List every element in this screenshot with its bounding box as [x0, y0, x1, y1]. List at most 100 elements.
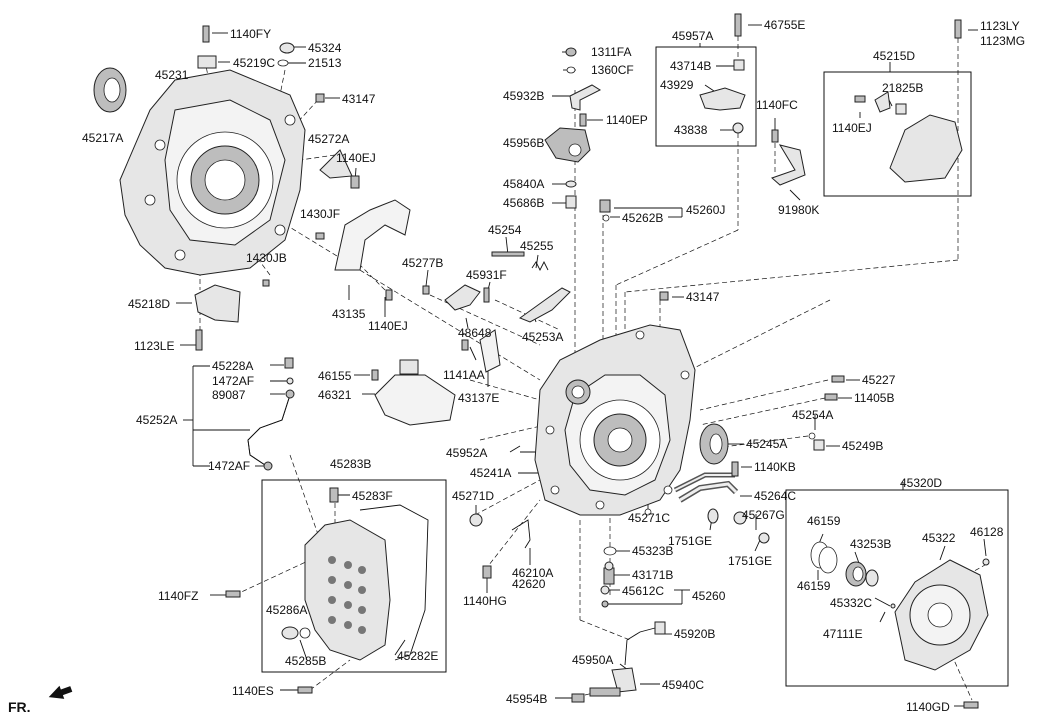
label: 11405B — [854, 391, 894, 405]
part-1751ge-b — [758, 532, 770, 544]
part-43135-cover — [334, 199, 411, 271]
part-45332c — [865, 569, 879, 587]
box-45215d — [823, 71, 972, 197]
part-46210a — [511, 519, 531, 549]
label: 45260J — [686, 203, 725, 217]
label: 45267G — [742, 508, 785, 522]
label: 1140EJ — [832, 121, 872, 135]
label: 1140FZ — [158, 589, 198, 603]
label: 48648 — [458, 326, 492, 340]
front-arrow-icon — [48, 685, 73, 699]
label: 1472AF — [212, 374, 254, 388]
part-91980k — [771, 144, 806, 186]
part-45612c — [600, 585, 610, 595]
label: 45254 — [488, 223, 522, 237]
ring-1360cf — [566, 66, 576, 74]
label: 1123LE — [134, 339, 174, 353]
part-45686b — [565, 195, 577, 209]
label: 45277B — [402, 256, 443, 270]
label: 1472AF — [208, 459, 250, 473]
label: 1140KB — [754, 460, 796, 474]
bolt-1140kb — [731, 461, 739, 477]
label: 45931F — [466, 268, 507, 282]
label: 45950A — [572, 653, 613, 667]
part-45932b — [569, 84, 602, 111]
label: 45686B — [503, 196, 544, 210]
bolt-1140fy — [202, 25, 210, 43]
part-43137e — [479, 329, 501, 373]
label: 45228A — [212, 359, 253, 373]
label: 45253A — [522, 330, 563, 344]
part-45252a-pipe — [247, 357, 295, 471]
label: 45940C — [662, 678, 704, 692]
label: 1751GE — [668, 534, 712, 548]
bolt-1140fc — [771, 129, 779, 143]
label: 1140EJ — [368, 319, 408, 333]
label: 45954B — [506, 692, 547, 706]
label: 45956B — [503, 136, 544, 150]
label: 45286A — [266, 603, 307, 617]
label: 1140GD — [906, 700, 950, 714]
pin-45254 — [491, 251, 525, 257]
bolt-43147-right — [659, 291, 669, 301]
label: 45272A — [308, 132, 349, 146]
part-45218d-bracket — [194, 284, 241, 323]
part-43253b — [845, 561, 867, 587]
part-45283b-oil-pan — [225, 487, 429, 694]
label: 1751GE — [728, 554, 772, 568]
label: 45262B — [622, 211, 663, 225]
label: 1140ES — [232, 684, 274, 698]
part-46128 — [982, 558, 990, 566]
label: 1123MG — [980, 34, 1025, 48]
label: 43137E — [458, 391, 499, 405]
part-43838 — [732, 122, 744, 134]
part-45249b — [813, 439, 825, 451]
part-46321-strainer — [371, 359, 456, 426]
bolt-45219c — [197, 55, 217, 69]
label: 45957A — [672, 29, 713, 43]
part-45920b-sensor — [571, 621, 666, 703]
label: 43171B — [632, 568, 673, 582]
label: 1360CF — [591, 63, 634, 77]
label: 45283F — [352, 489, 393, 503]
bolt-1140ej-box — [854, 95, 866, 103]
label: 47111E — [823, 627, 863, 641]
box-45283b — [261, 479, 447, 673]
pin-1430jf — [315, 232, 325, 240]
box-45320d — [785, 489, 1009, 687]
label: 45285B — [285, 654, 326, 668]
label: 1140EJ — [336, 151, 376, 165]
label: 45271C — [628, 511, 670, 525]
label: 46159 — [807, 514, 841, 528]
label: 43838 — [674, 123, 708, 137]
label: 45252A — [136, 413, 177, 427]
label: 45283B — [330, 457, 371, 471]
label: 45264C — [754, 489, 796, 503]
label: 45282E — [397, 649, 438, 663]
label: 45218D — [128, 297, 170, 311]
part-1311fa — [565, 47, 577, 57]
label: 89087 — [212, 388, 246, 402]
part-21825b — [895, 103, 907, 115]
pin-45254a — [808, 432, 816, 440]
label: 43929 — [660, 78, 694, 92]
part-45956b — [544, 127, 591, 163]
labels: 1140FY 45324 45219C 21513 45231 45217A 4… — [8, 18, 1025, 715]
bolt-1140hg — [482, 565, 492, 579]
label: 45612C — [622, 584, 664, 598]
label: 45324 — [308, 41, 342, 55]
label: 46155 — [318, 369, 352, 383]
part-45245a-seal — [699, 423, 729, 465]
label: 45255 — [520, 239, 554, 253]
bolt-46755e — [734, 13, 742, 37]
label: 45920B — [674, 627, 715, 641]
label: 91980K — [778, 203, 819, 217]
bolt-1140gd — [963, 701, 979, 709]
label: 1141AA — [443, 368, 485, 382]
bolt-1140ep — [579, 113, 587, 127]
label: 21513 — [308, 56, 342, 70]
bolt-1123ly — [954, 19, 962, 39]
label: 45249B — [842, 439, 883, 453]
part-43714b — [733, 59, 745, 71]
